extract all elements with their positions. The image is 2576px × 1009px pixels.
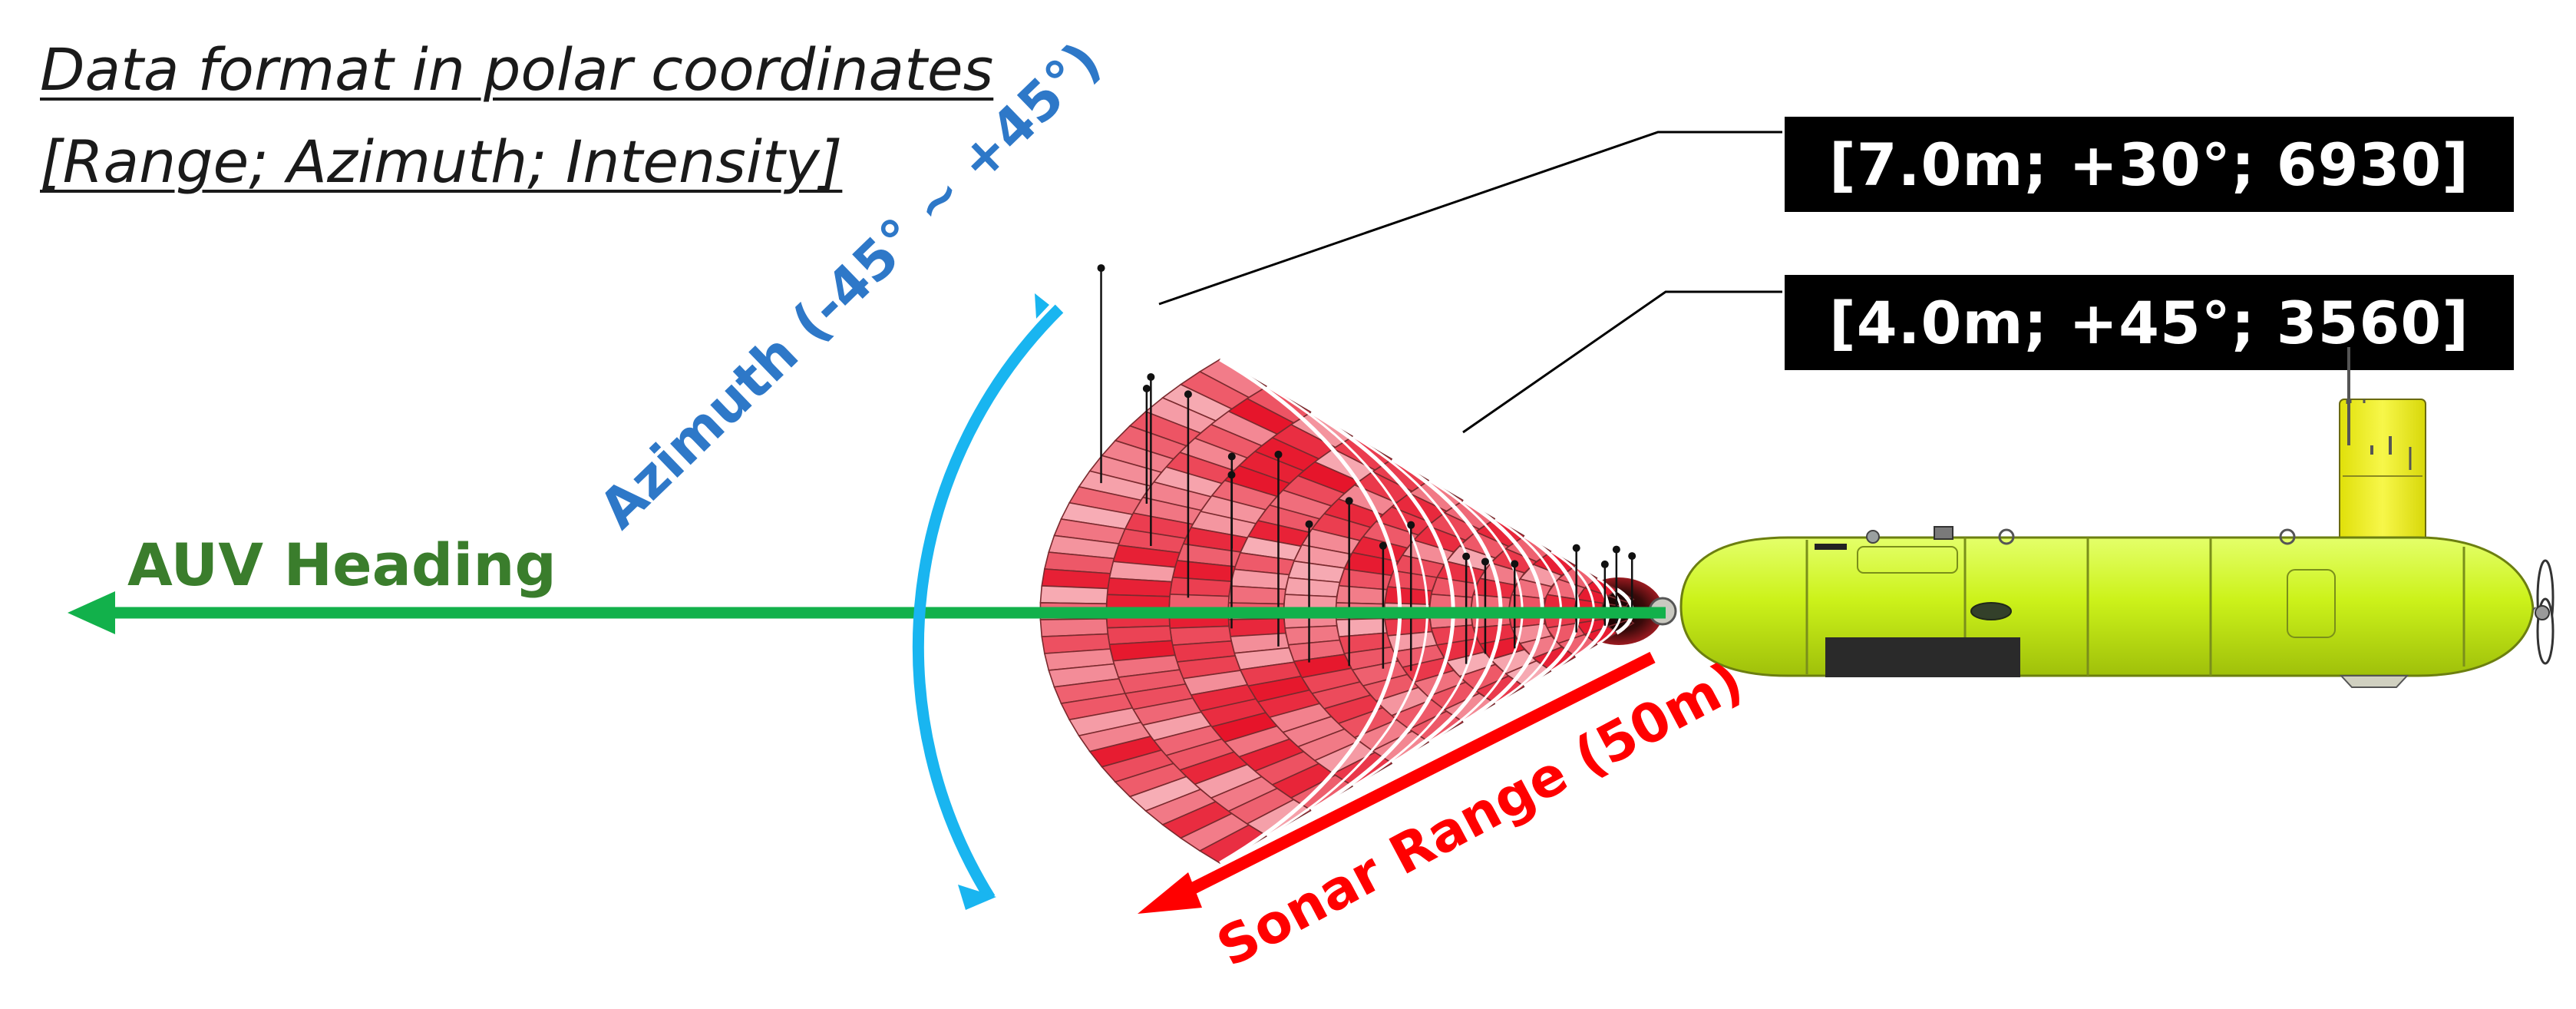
range-arrowhead — [1138, 872, 1202, 914]
sonar-bin — [1106, 577, 1173, 597]
intensity-dot — [1227, 452, 1236, 461]
callout-box-2: [4.0m; +45°; 3560] — [1785, 275, 2514, 370]
sonar-bin — [1335, 584, 1388, 605]
intensity-dot — [1142, 385, 1151, 393]
propeller-icon — [2535, 559, 2555, 665]
intensity-dot — [1628, 552, 1636, 561]
heading-arrowhead — [68, 591, 115, 634]
azimuth-arrow — [912, 304, 1064, 901]
callout-leader-2 — [1462, 290, 1782, 434]
sonar-bin — [1039, 585, 1109, 604]
azimuth-label: Azimuth (-45° ~ +45°) — [587, 30, 1113, 541]
intensity-dot — [1572, 544, 1580, 552]
sonar-bin — [1227, 585, 1286, 605]
intensity-dot — [1462, 552, 1471, 561]
intensity-dot — [1481, 557, 1489, 566]
callout-leader-1 — [1158, 131, 1782, 306]
intensity-dot — [1379, 541, 1387, 550]
auv-icon — [1648, 347, 2555, 688]
intensity-dot — [1305, 520, 1313, 528]
diagram-subtitle: [Range; Azimuth; Intensity] — [40, 127, 843, 196]
sonar-fan — [1039, 359, 1663, 864]
callout-box-1: [7.0m; +30°; 6930] — [1785, 117, 2514, 212]
intensity-stems — [1097, 264, 1636, 671]
heading-label: AUV Heading — [127, 531, 556, 599]
intensity-dot — [1184, 390, 1192, 399]
intensity-dot — [1097, 264, 1105, 273]
intensity-dot — [1612, 545, 1620, 554]
diagram-title: Data format in polar coordinates — [40, 35, 994, 104]
intensity-dot — [1600, 560, 1609, 568]
intensity-dot — [1345, 497, 1353, 505]
intensity-dot — [1274, 450, 1283, 458]
intensity-dot — [1407, 521, 1415, 529]
intensity-dot — [1147, 372, 1155, 381]
range-arrow — [1179, 651, 1656, 900]
intensity-dot — [1511, 560, 1519, 568]
